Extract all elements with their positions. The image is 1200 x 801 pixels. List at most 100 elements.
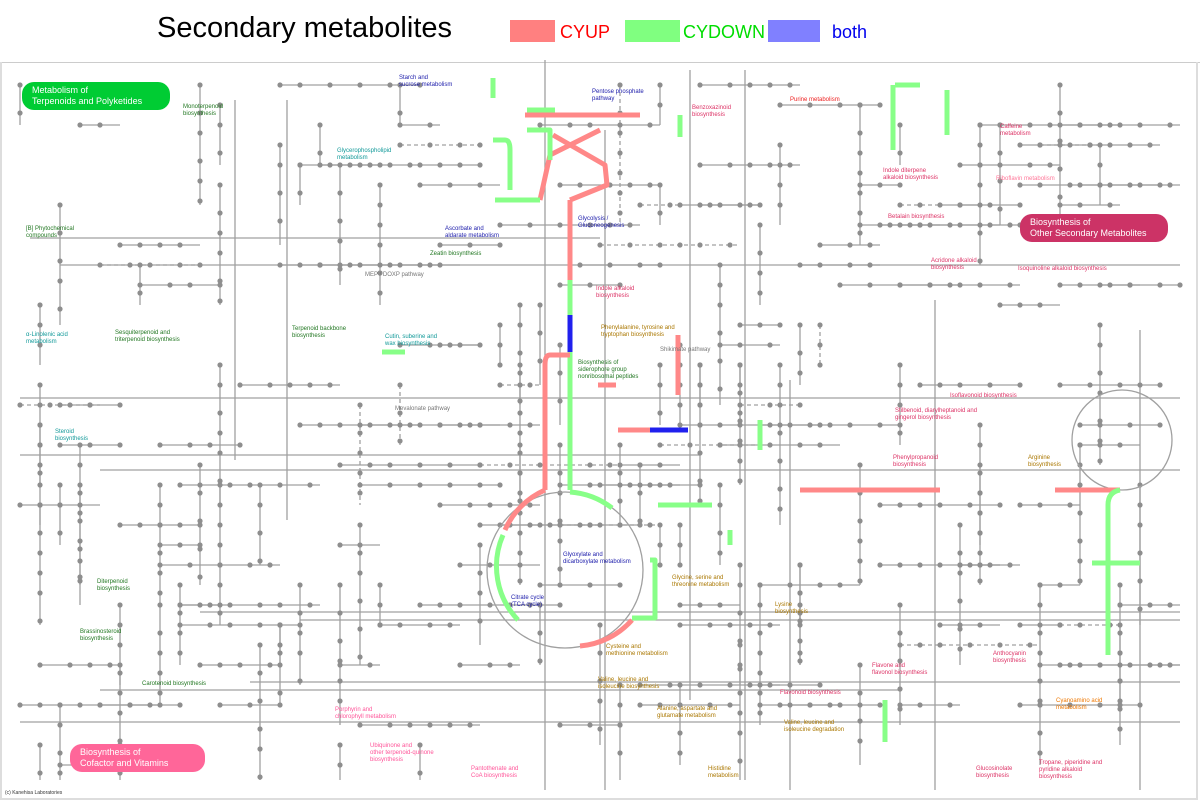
compound-node[interactable] bbox=[557, 442, 563, 448]
compound-node[interactable] bbox=[37, 662, 43, 668]
compound-node[interactable] bbox=[1137, 606, 1143, 612]
compound-node[interactable] bbox=[977, 490, 983, 496]
compound-node[interactable] bbox=[237, 382, 243, 388]
compound-node[interactable] bbox=[277, 82, 283, 88]
compound-node[interactable] bbox=[1137, 702, 1143, 708]
compound-node[interactable] bbox=[977, 282, 983, 288]
compound-node[interactable] bbox=[37, 618, 43, 624]
pathway-label-flavonoid[interactable]: Flavonoid biosynthesis bbox=[780, 690, 841, 696]
compound-node[interactable] bbox=[897, 422, 903, 428]
compound-node[interactable] bbox=[137, 282, 143, 288]
compound-node[interactable] bbox=[217, 478, 223, 484]
compound-node[interactable] bbox=[777, 458, 783, 464]
compound-node[interactable] bbox=[177, 602, 183, 608]
compound-node[interactable] bbox=[697, 682, 703, 688]
compound-node[interactable] bbox=[977, 530, 983, 536]
compound-node[interactable] bbox=[397, 410, 403, 416]
compound-node[interactable] bbox=[277, 162, 283, 168]
compound-node[interactable] bbox=[197, 110, 203, 116]
compound-node[interactable] bbox=[657, 242, 663, 248]
compound-node[interactable] bbox=[227, 602, 233, 608]
compound-node[interactable] bbox=[317, 122, 323, 128]
compound-node[interactable] bbox=[227, 622, 233, 628]
compound-node[interactable] bbox=[257, 482, 263, 488]
compound-node[interactable] bbox=[997, 162, 1003, 168]
compound-node[interactable] bbox=[427, 142, 433, 148]
compound-node[interactable] bbox=[747, 162, 753, 168]
compound-node[interactable] bbox=[1057, 138, 1063, 144]
compound-node[interactable] bbox=[437, 242, 443, 248]
compound-node[interactable] bbox=[217, 150, 223, 156]
compound-node[interactable] bbox=[77, 558, 83, 564]
pathway-label-alanine[interactable]: Alanine, aspartate and glutamate metabol… bbox=[657, 706, 718, 719]
compound-node[interactable] bbox=[617, 82, 623, 88]
compound-node[interactable] bbox=[927, 222, 933, 228]
compound-node[interactable] bbox=[367, 162, 373, 168]
compound-node[interactable] bbox=[877, 422, 883, 428]
compound-node[interactable] bbox=[977, 562, 983, 568]
compound-node[interactable] bbox=[957, 522, 963, 528]
compound-node[interactable] bbox=[657, 410, 663, 416]
compound-node[interactable] bbox=[617, 750, 623, 756]
compound-node[interactable] bbox=[97, 702, 103, 708]
compound-node[interactable] bbox=[57, 442, 63, 448]
compound-node[interactable] bbox=[1097, 122, 1103, 128]
compound-node[interactable] bbox=[897, 706, 903, 712]
compound-node[interactable] bbox=[417, 770, 423, 776]
compound-node[interactable] bbox=[397, 262, 403, 268]
compound-node[interactable] bbox=[57, 482, 63, 488]
compound-node[interactable] bbox=[727, 682, 733, 688]
compound-node[interactable] bbox=[317, 422, 323, 428]
compound-node[interactable] bbox=[957, 562, 963, 568]
compound-node[interactable] bbox=[867, 242, 873, 248]
compound-node[interactable] bbox=[197, 82, 203, 88]
pathway-label-arginine[interactable]: Arginine biosynthesis bbox=[1028, 455, 1062, 468]
compound-node[interactable] bbox=[517, 382, 523, 388]
compound-node[interactable] bbox=[357, 422, 363, 428]
compound-node[interactable] bbox=[1097, 442, 1103, 448]
compound-node[interactable] bbox=[117, 522, 123, 528]
compound-node[interactable] bbox=[487, 662, 493, 668]
compound-node[interactable] bbox=[1137, 578, 1143, 584]
compound-node[interactable] bbox=[737, 322, 743, 328]
compound-node[interactable] bbox=[477, 182, 483, 188]
compound-node[interactable] bbox=[177, 542, 183, 548]
compound-node[interactable] bbox=[267, 562, 273, 568]
compound-node[interactable] bbox=[297, 678, 303, 684]
compound-node[interactable] bbox=[937, 382, 943, 388]
highlight-siderophore-up[interactable] bbox=[542, 352, 570, 490]
compound-node[interactable] bbox=[657, 562, 663, 568]
compound-node[interactable] bbox=[477, 162, 483, 168]
compound-node[interactable] bbox=[37, 422, 43, 428]
compound-node[interactable] bbox=[1077, 202, 1083, 208]
compound-node[interactable] bbox=[177, 262, 183, 268]
compound-node[interactable] bbox=[967, 562, 973, 568]
compound-node[interactable] bbox=[797, 402, 803, 408]
compound-node[interactable] bbox=[917, 202, 923, 208]
compound-node[interactable] bbox=[937, 562, 943, 568]
compound-node[interactable] bbox=[717, 602, 723, 608]
compound-node[interactable] bbox=[977, 470, 983, 476]
compound-node[interactable] bbox=[897, 362, 903, 368]
compound-node[interactable] bbox=[817, 442, 823, 448]
compound-node[interactable] bbox=[77, 122, 83, 128]
pathway-label-linolenic[interactable]: α-Linolenic acid metabolism bbox=[26, 332, 68, 345]
compound-node[interactable] bbox=[477, 482, 483, 488]
compound-node[interactable] bbox=[717, 550, 723, 556]
compound-node[interactable] bbox=[517, 442, 523, 448]
compound-node[interactable] bbox=[957, 202, 963, 208]
compound-node[interactable] bbox=[57, 762, 63, 768]
compound-node[interactable] bbox=[1057, 582, 1063, 588]
compound-node[interactable] bbox=[1127, 282, 1133, 288]
compound-node[interactable] bbox=[347, 162, 353, 168]
compound-node[interactable] bbox=[177, 702, 183, 708]
compound-node[interactable] bbox=[407, 162, 413, 168]
compound-node[interactable] bbox=[297, 190, 303, 196]
compound-node[interactable] bbox=[437, 342, 443, 348]
compound-node[interactable] bbox=[847, 422, 853, 428]
compound-node[interactable] bbox=[1037, 302, 1043, 308]
compound-node[interactable] bbox=[757, 582, 763, 588]
compound-node[interactable] bbox=[517, 490, 523, 496]
compound-node[interactable] bbox=[1147, 142, 1153, 148]
compound-node[interactable] bbox=[657, 102, 663, 108]
